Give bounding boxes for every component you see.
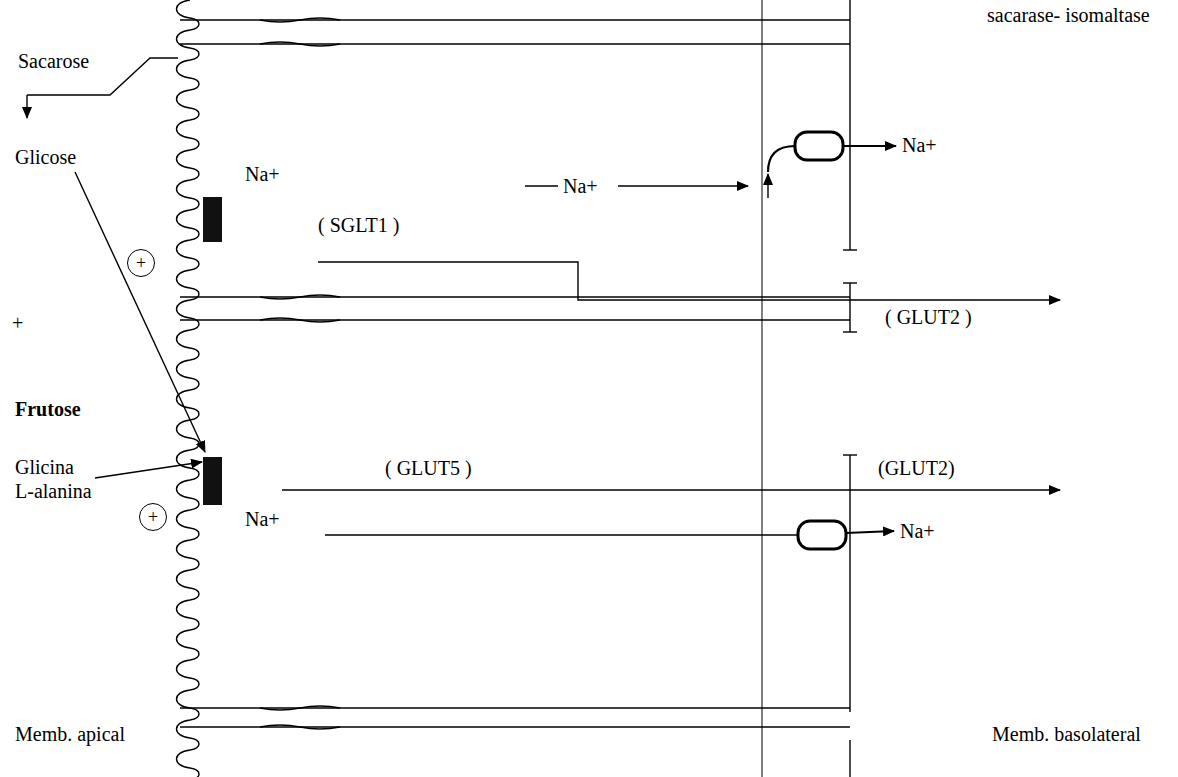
plus-sign: + [136, 254, 146, 272]
plus-sign: + [148, 508, 158, 526]
transporter-label: (GLUT2) [876, 457, 957, 479]
ion-label: Na+ [561, 175, 600, 197]
plus-circle: + [139, 503, 167, 531]
microvilli [177, 0, 200, 777]
ion-label: Na+ [243, 163, 282, 185]
substrate-label: Glicose [13, 146, 78, 168]
ion-label: Na+ [900, 134, 939, 156]
plus-sign: + [10, 312, 25, 334]
ion-label: Na+ [243, 508, 282, 530]
substrate-label: Sacarose [16, 50, 91, 72]
membrane-label: Memb. apical [13, 723, 127, 745]
glut5-transporter [203, 457, 222, 505]
substrate-label: Frutose [13, 398, 83, 420]
enzyme-label: sacarase- isomaltase [985, 4, 1152, 26]
substrate-label: L-alanina [13, 480, 94, 502]
sglt1-transporter [203, 197, 222, 242]
ion-label: Na+ [898, 520, 937, 542]
plus-circle: + [127, 249, 155, 277]
transporter-label: ( GLUT5 ) [383, 457, 474, 479]
transporter-label: ( SGLT1 ) [316, 214, 401, 236]
transporter-label: ( GLUT2 ) [883, 306, 974, 328]
substrate-label: Glicina [13, 456, 76, 478]
membrane-label: Memb. basolateral [990, 723, 1143, 745]
